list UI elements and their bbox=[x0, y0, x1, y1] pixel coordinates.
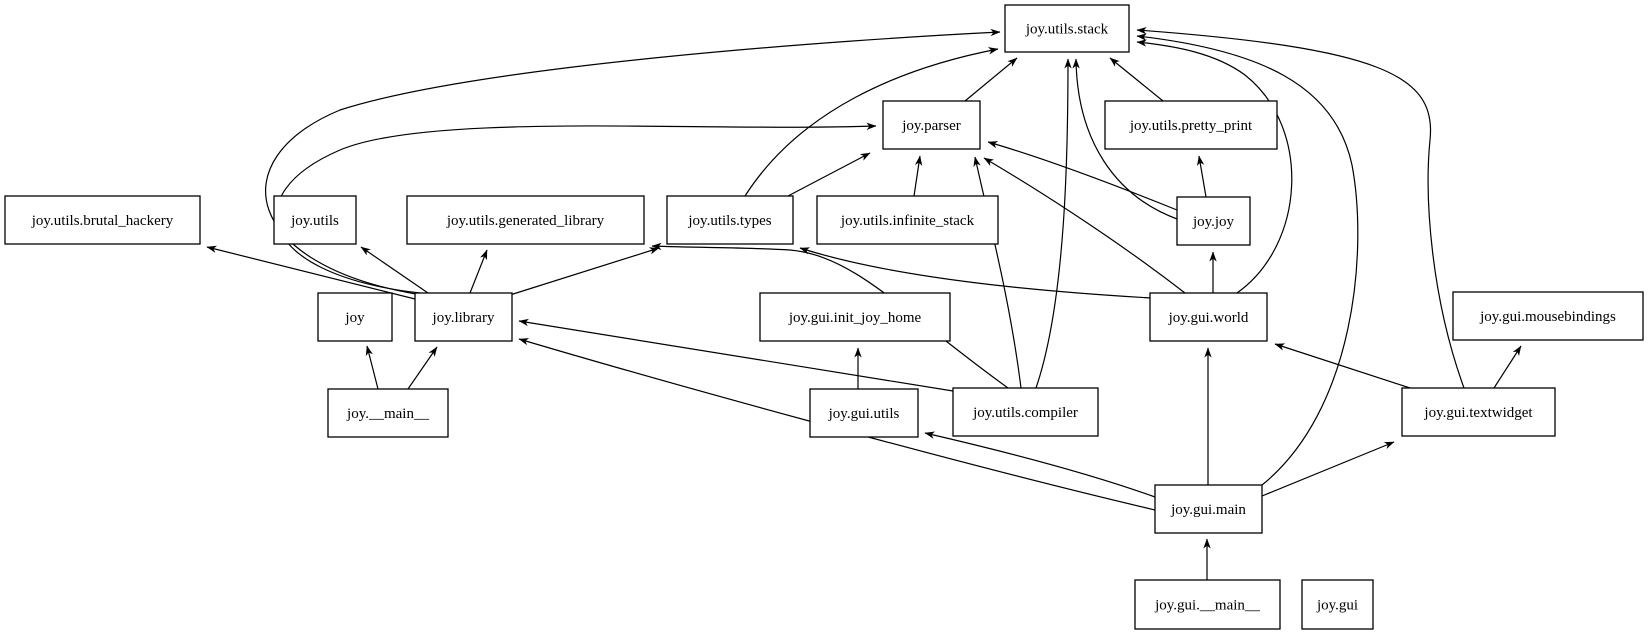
edge-joy_joy-to-parser bbox=[987, 141, 1178, 211]
node-box-types bbox=[666, 195, 794, 245]
node-pretty_print: joy.utils.pretty_print bbox=[1104, 100, 1278, 150]
edge-joy_joy-to-pretty_print bbox=[1196, 155, 1207, 198]
node-label-gui_main: joy.gui.main bbox=[1170, 502, 1246, 518]
node-mousebindings: joy.gui.mousebindings bbox=[1452, 291, 1644, 341]
node-brutal_hackery: joy.utils.brutal_hackery bbox=[4, 195, 201, 245]
node-label-types: joy.utils.types bbox=[687, 213, 771, 229]
node-gui_main_: joy.gui.__main__ bbox=[1134, 579, 1281, 630]
nodes-layer: joy.utils.stack joy.parser joy.utils.prett… bbox=[4, 4, 1644, 630]
node-label-library: joy.library bbox=[432, 310, 495, 326]
node-label-stack: joy.utils.stack bbox=[1025, 22, 1109, 38]
edge-pretty_print-to-stack bbox=[1109, 57, 1164, 102]
node-stack: joy.utils.stack bbox=[1004, 4, 1130, 53]
edge-gui_main-to-stack bbox=[1136, 33, 1359, 486]
node-box-gui_utils bbox=[809, 388, 919, 438]
node-gui: joy.gui bbox=[1301, 579, 1374, 630]
node-label-parser: joy.parser bbox=[901, 118, 961, 134]
node-box-world bbox=[1149, 292, 1268, 342]
edge-joy_joy-to-stack bbox=[1072, 58, 1178, 220]
edge-textwidget-to-mousebindings bbox=[1493, 345, 1522, 389]
node-gui_main: joy.gui.main bbox=[1154, 484, 1263, 534]
node-parser: joy.parser bbox=[882, 100, 981, 150]
node-textwidget: joy.gui.textwidget bbox=[1401, 387, 1556, 437]
edge-textwidget-to-stack bbox=[1136, 27, 1465, 389]
node-label-gui: joy.gui bbox=[1316, 598, 1358, 614]
node-utils: joy.utils bbox=[273, 195, 357, 245]
node-label-infinite_stack: joy.utils.infinite_stack bbox=[840, 213, 975, 229]
node-generated_library: joy.utils.generated_library bbox=[406, 195, 645, 245]
node-box-gui_main bbox=[1154, 484, 1263, 534]
edge-types-to-stack bbox=[744, 47, 999, 197]
node-label-textwidget: joy.gui.textwidget bbox=[1423, 405, 1533, 421]
node-box-generated_library bbox=[406, 195, 645, 245]
edge-world-to-types bbox=[799, 247, 1152, 299]
edge-compiler-to-parser bbox=[973, 156, 1022, 389]
edge-library-to-stack bbox=[265, 28, 1001, 295]
edges-layer bbox=[206, 27, 1522, 580]
node-world: joy.gui.world bbox=[1149, 292, 1268, 342]
node-label-world: joy.gui.world bbox=[1168, 310, 1249, 326]
node-label-generated_library: joy.utils.generated_library bbox=[446, 213, 605, 229]
node-box-stack bbox=[1004, 4, 1130, 53]
edge-world-to-stack bbox=[1136, 39, 1293, 294]
edge-textwidget-to-world bbox=[1274, 343, 1411, 389]
edge-gui_main-to-library bbox=[518, 338, 1156, 511]
node-label-brutal_hackery: joy.utils.brutal_hackery bbox=[31, 213, 174, 229]
node-types: joy.utils.types bbox=[666, 195, 794, 245]
edge-gui_main-to-gui_utils bbox=[924, 431, 1156, 498]
node-box-infinite_stack bbox=[816, 195, 999, 245]
node-label-gui_utils: joy.gui.utils bbox=[828, 406, 900, 422]
node-label-gui_main_: joy.gui.__main__ bbox=[1154, 598, 1260, 614]
edge-library-to-utils bbox=[360, 246, 429, 294]
edge-types-to-parser bbox=[787, 152, 871, 197]
node-box-brutal_hackery bbox=[4, 195, 201, 245]
edge-main_-to-joy bbox=[365, 345, 379, 390]
node-label-init_joy_home: joy.gui.init_joy_home bbox=[788, 310, 922, 326]
node-box-gui bbox=[1301, 579, 1374, 630]
edge-library-to-parser bbox=[276, 122, 877, 294]
node-init_joy_home: joy.gui.init_joy_home bbox=[759, 292, 951, 342]
node-label-joy_joy: joy.joy bbox=[1192, 214, 1235, 230]
node-label-utils: joy.utils bbox=[290, 213, 339, 229]
node-box-gui_main_ bbox=[1134, 579, 1281, 630]
edge-world-to-parser bbox=[983, 157, 1186, 294]
node-gui_utils: joy.gui.utils bbox=[809, 388, 919, 438]
node-library: joy.library bbox=[414, 292, 513, 342]
edge-library-to-generated_library bbox=[469, 249, 488, 294]
edge-compiler-to-library bbox=[518, 318, 954, 392]
node-box-joy_joy bbox=[1176, 196, 1251, 246]
node-box-init_joy_home bbox=[759, 292, 951, 342]
edge-library-to-types bbox=[509, 247, 660, 296]
edge-main_-to-library bbox=[407, 346, 438, 390]
node-label-main_: joy.__main__ bbox=[346, 406, 429, 422]
node-label-mousebindings: joy.gui.mousebindings bbox=[1479, 309, 1616, 325]
edge-library-to-brutal_hackery bbox=[206, 245, 416, 300]
node-joy_joy: joy.joy bbox=[1176, 196, 1251, 246]
node-box-utils bbox=[273, 195, 357, 245]
node-joy: joy bbox=[317, 292, 393, 342]
node-box-pretty_print bbox=[1104, 100, 1278, 150]
edge-compiler-to-stack bbox=[1035, 58, 1072, 389]
node-box-compiler bbox=[952, 387, 1099, 437]
edge-parser-to-stack bbox=[964, 57, 1018, 102]
node-main_: joy.__main__ bbox=[327, 388, 449, 438]
node-box-library bbox=[414, 292, 513, 342]
node-compiler: joy.utils.compiler bbox=[952, 387, 1099, 437]
edge-gui_main-to-textwidget bbox=[1261, 441, 1395, 497]
node-box-textwidget bbox=[1401, 387, 1556, 437]
node-box-joy bbox=[317, 292, 393, 342]
node-label-compiler: joy.utils.compiler bbox=[972, 405, 1078, 421]
node-label-pretty_print: joy.utils.pretty_print bbox=[1129, 118, 1253, 134]
node-infinite_stack: joy.utils.infinite_stack bbox=[816, 195, 999, 245]
node-label-joy: joy bbox=[344, 310, 365, 326]
node-box-mousebindings bbox=[1452, 291, 1644, 341]
edge-infinite_stack-to-parser bbox=[913, 155, 923, 197]
node-box-parser bbox=[882, 100, 981, 150]
node-box-main_ bbox=[327, 388, 449, 438]
